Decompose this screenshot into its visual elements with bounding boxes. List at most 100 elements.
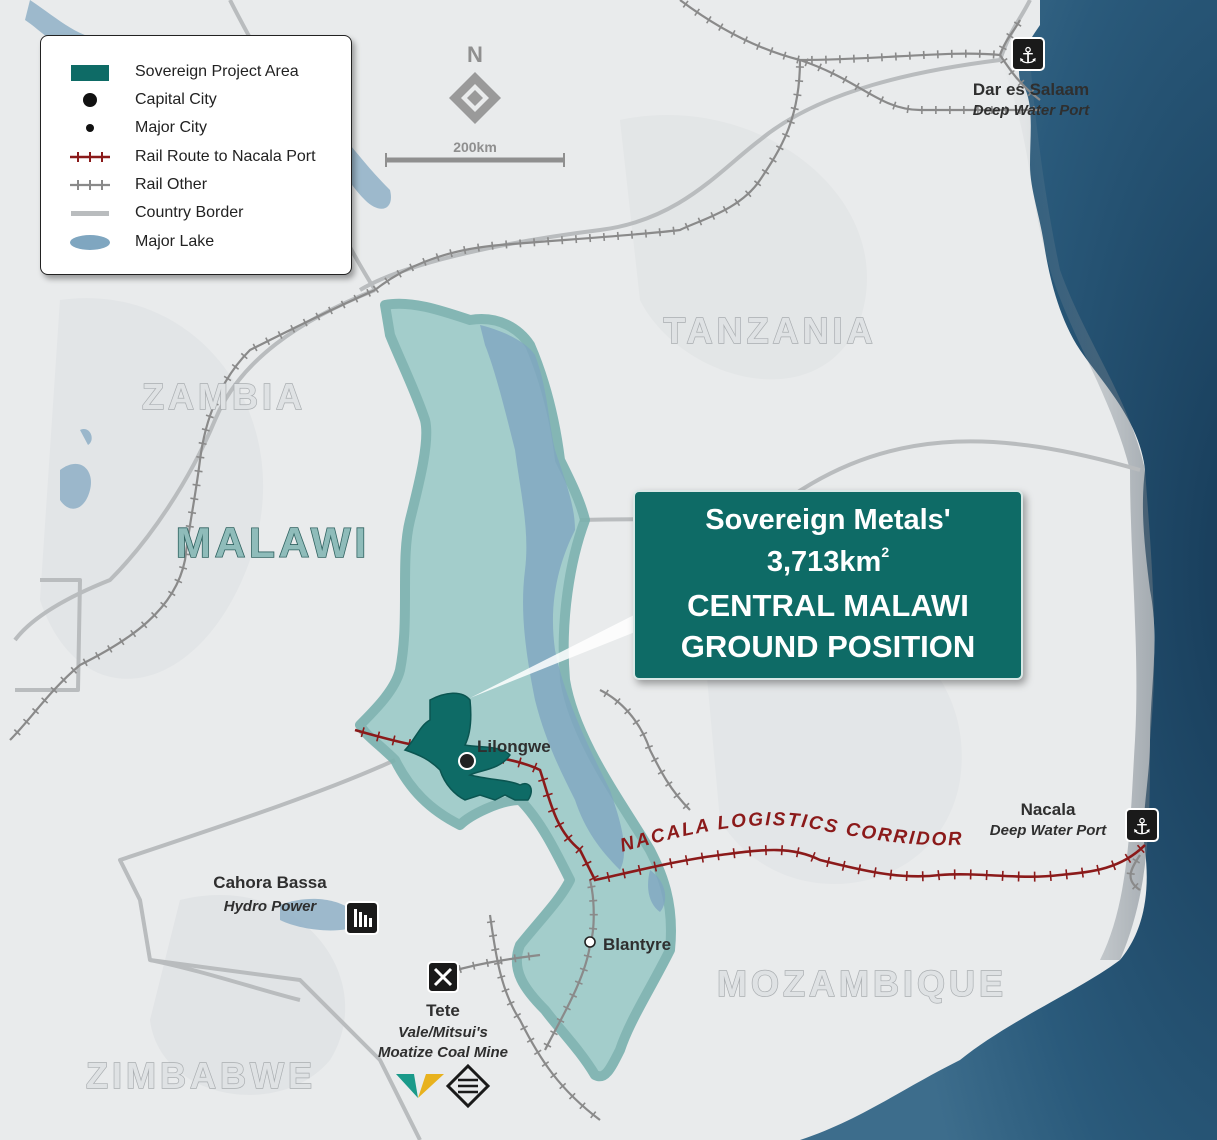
rail-tick (796, 55, 800, 64)
legend-item-country-border: Country Border (41, 201, 351, 225)
rail-tick (488, 934, 498, 938)
rail-tick (732, 848, 736, 859)
rail-tick (730, 29, 736, 38)
rail-tick (463, 245, 467, 255)
rail-tick (632, 719, 641, 726)
rail-tick (705, 16, 712, 24)
north-arrow: N (449, 42, 501, 124)
place-label-cahora-bassa: Cahora Bassa (213, 873, 327, 892)
rail-tick (82, 658, 88, 667)
rail-tick (606, 871, 611, 883)
rail-tick (513, 954, 517, 963)
rail-tick (697, 217, 703, 226)
rail-tick (556, 1017, 565, 1024)
rail-tick (505, 240, 508, 249)
rail-tick (187, 511, 197, 515)
rail-tick (710, 211, 716, 220)
rail-tick (892, 101, 897, 110)
rail-tick (409, 263, 415, 272)
place-label-blantyre: Blantyre (603, 935, 671, 954)
lake-malawi (480, 325, 625, 870)
rail-tick (541, 1061, 550, 1067)
country-label-tanzania: TANZANIA (663, 310, 876, 351)
rail-tick (1126, 872, 1135, 875)
terrain-shading (40, 115, 962, 1095)
rail-tick (992, 50, 995, 59)
rail-tick (501, 988, 510, 993)
scale-label: 200km (453, 139, 497, 155)
rail-tick (673, 792, 681, 799)
rail-tick (95, 651, 101, 660)
sovereign-project-area (403, 692, 532, 801)
rail-tick (795, 79, 804, 83)
major-lake-swatch-icon (69, 232, 111, 252)
rail-tick (657, 769, 666, 775)
place-sub-moatize-1: Vale/Mitsui's (398, 1024, 488, 1041)
capital-city-dot-icon (69, 90, 111, 110)
rail-tick (517, 757, 522, 768)
rail-tick (684, 222, 690, 231)
rail-tick (486, 920, 496, 924)
rail-tick (302, 318, 308, 327)
svg-text:⚓: ⚓ (1132, 815, 1152, 840)
rail-tick (905, 870, 908, 882)
rail-tick (13, 729, 21, 736)
rail-tick (519, 239, 522, 248)
rail-tick (532, 762, 538, 773)
rail-tick (1013, 21, 1022, 27)
rail-tick (769, 157, 777, 163)
place-label-dar-es-salaam: Dar es Salaam (973, 80, 1089, 99)
rail-tick (589, 927, 598, 930)
rail-tick (533, 1049, 542, 1056)
rail-tick (639, 731, 648, 737)
rail-tick (506, 1000, 515, 1006)
callout-line-1: Sovereign Metals' (705, 504, 951, 536)
rail-tick (527, 952, 531, 961)
rail-tick (602, 232, 606, 242)
rail-tick (550, 1072, 558, 1079)
place-sub-dar-es-salaam: Deep Water Port (973, 102, 1090, 119)
rail-tick (694, 8, 700, 16)
callout-line-4: GROUND POSITION (680, 629, 976, 664)
rail-tick (252, 343, 258, 352)
rail-tick (637, 864, 642, 876)
rail-other-line-icon (70, 180, 110, 190)
callout-area-value: 3,713km (766, 546, 882, 578)
mitsui-logo-icon (445, 1063, 491, 1109)
coast-shadow (1000, 60, 1155, 960)
rail-tick (130, 629, 137, 638)
rail-tick (665, 781, 673, 787)
rail-tick (829, 69, 835, 78)
callout-area-superscript: 2 (881, 544, 890, 560)
north-label: N (467, 42, 483, 67)
major-city-dot-icon (69, 118, 111, 138)
rail-tick (550, 1030, 558, 1036)
rail-tick (1017, 79, 1025, 87)
rail-tick (547, 237, 550, 246)
rail-tick (650, 757, 659, 763)
legend-item-capital-city: Capital City (41, 88, 351, 112)
rail-tick (588, 234, 592, 243)
rail-tick (743, 36, 748, 45)
rail-nacala-line-icon (70, 152, 110, 162)
rail-tick (755, 41, 761, 50)
legend-item-project-area: Sovereign Project Area (41, 60, 351, 84)
rail-tick (290, 324, 296, 333)
rail-tick (458, 964, 462, 974)
rail-tick (722, 205, 728, 214)
rail-tick (644, 744, 654, 750)
rail-tick (841, 860, 846, 871)
rail-tick (554, 821, 565, 828)
rail-tick (644, 229, 648, 238)
hydro-power-icon (345, 901, 379, 935)
rail-tick (328, 306, 333, 315)
rail-tick (718, 23, 724, 31)
country-label-zimbabwe: ZIMBABWE (86, 1055, 316, 1096)
rail-tick (1124, 853, 1132, 864)
rail-tick (682, 0, 689, 8)
legend-label: Major Lake (135, 233, 215, 250)
rail-tick (384, 277, 391, 285)
rail-tick (780, 845, 784, 856)
scale-bar: 200km (385, 139, 565, 167)
project-area-swatch-icon (69, 62, 111, 82)
